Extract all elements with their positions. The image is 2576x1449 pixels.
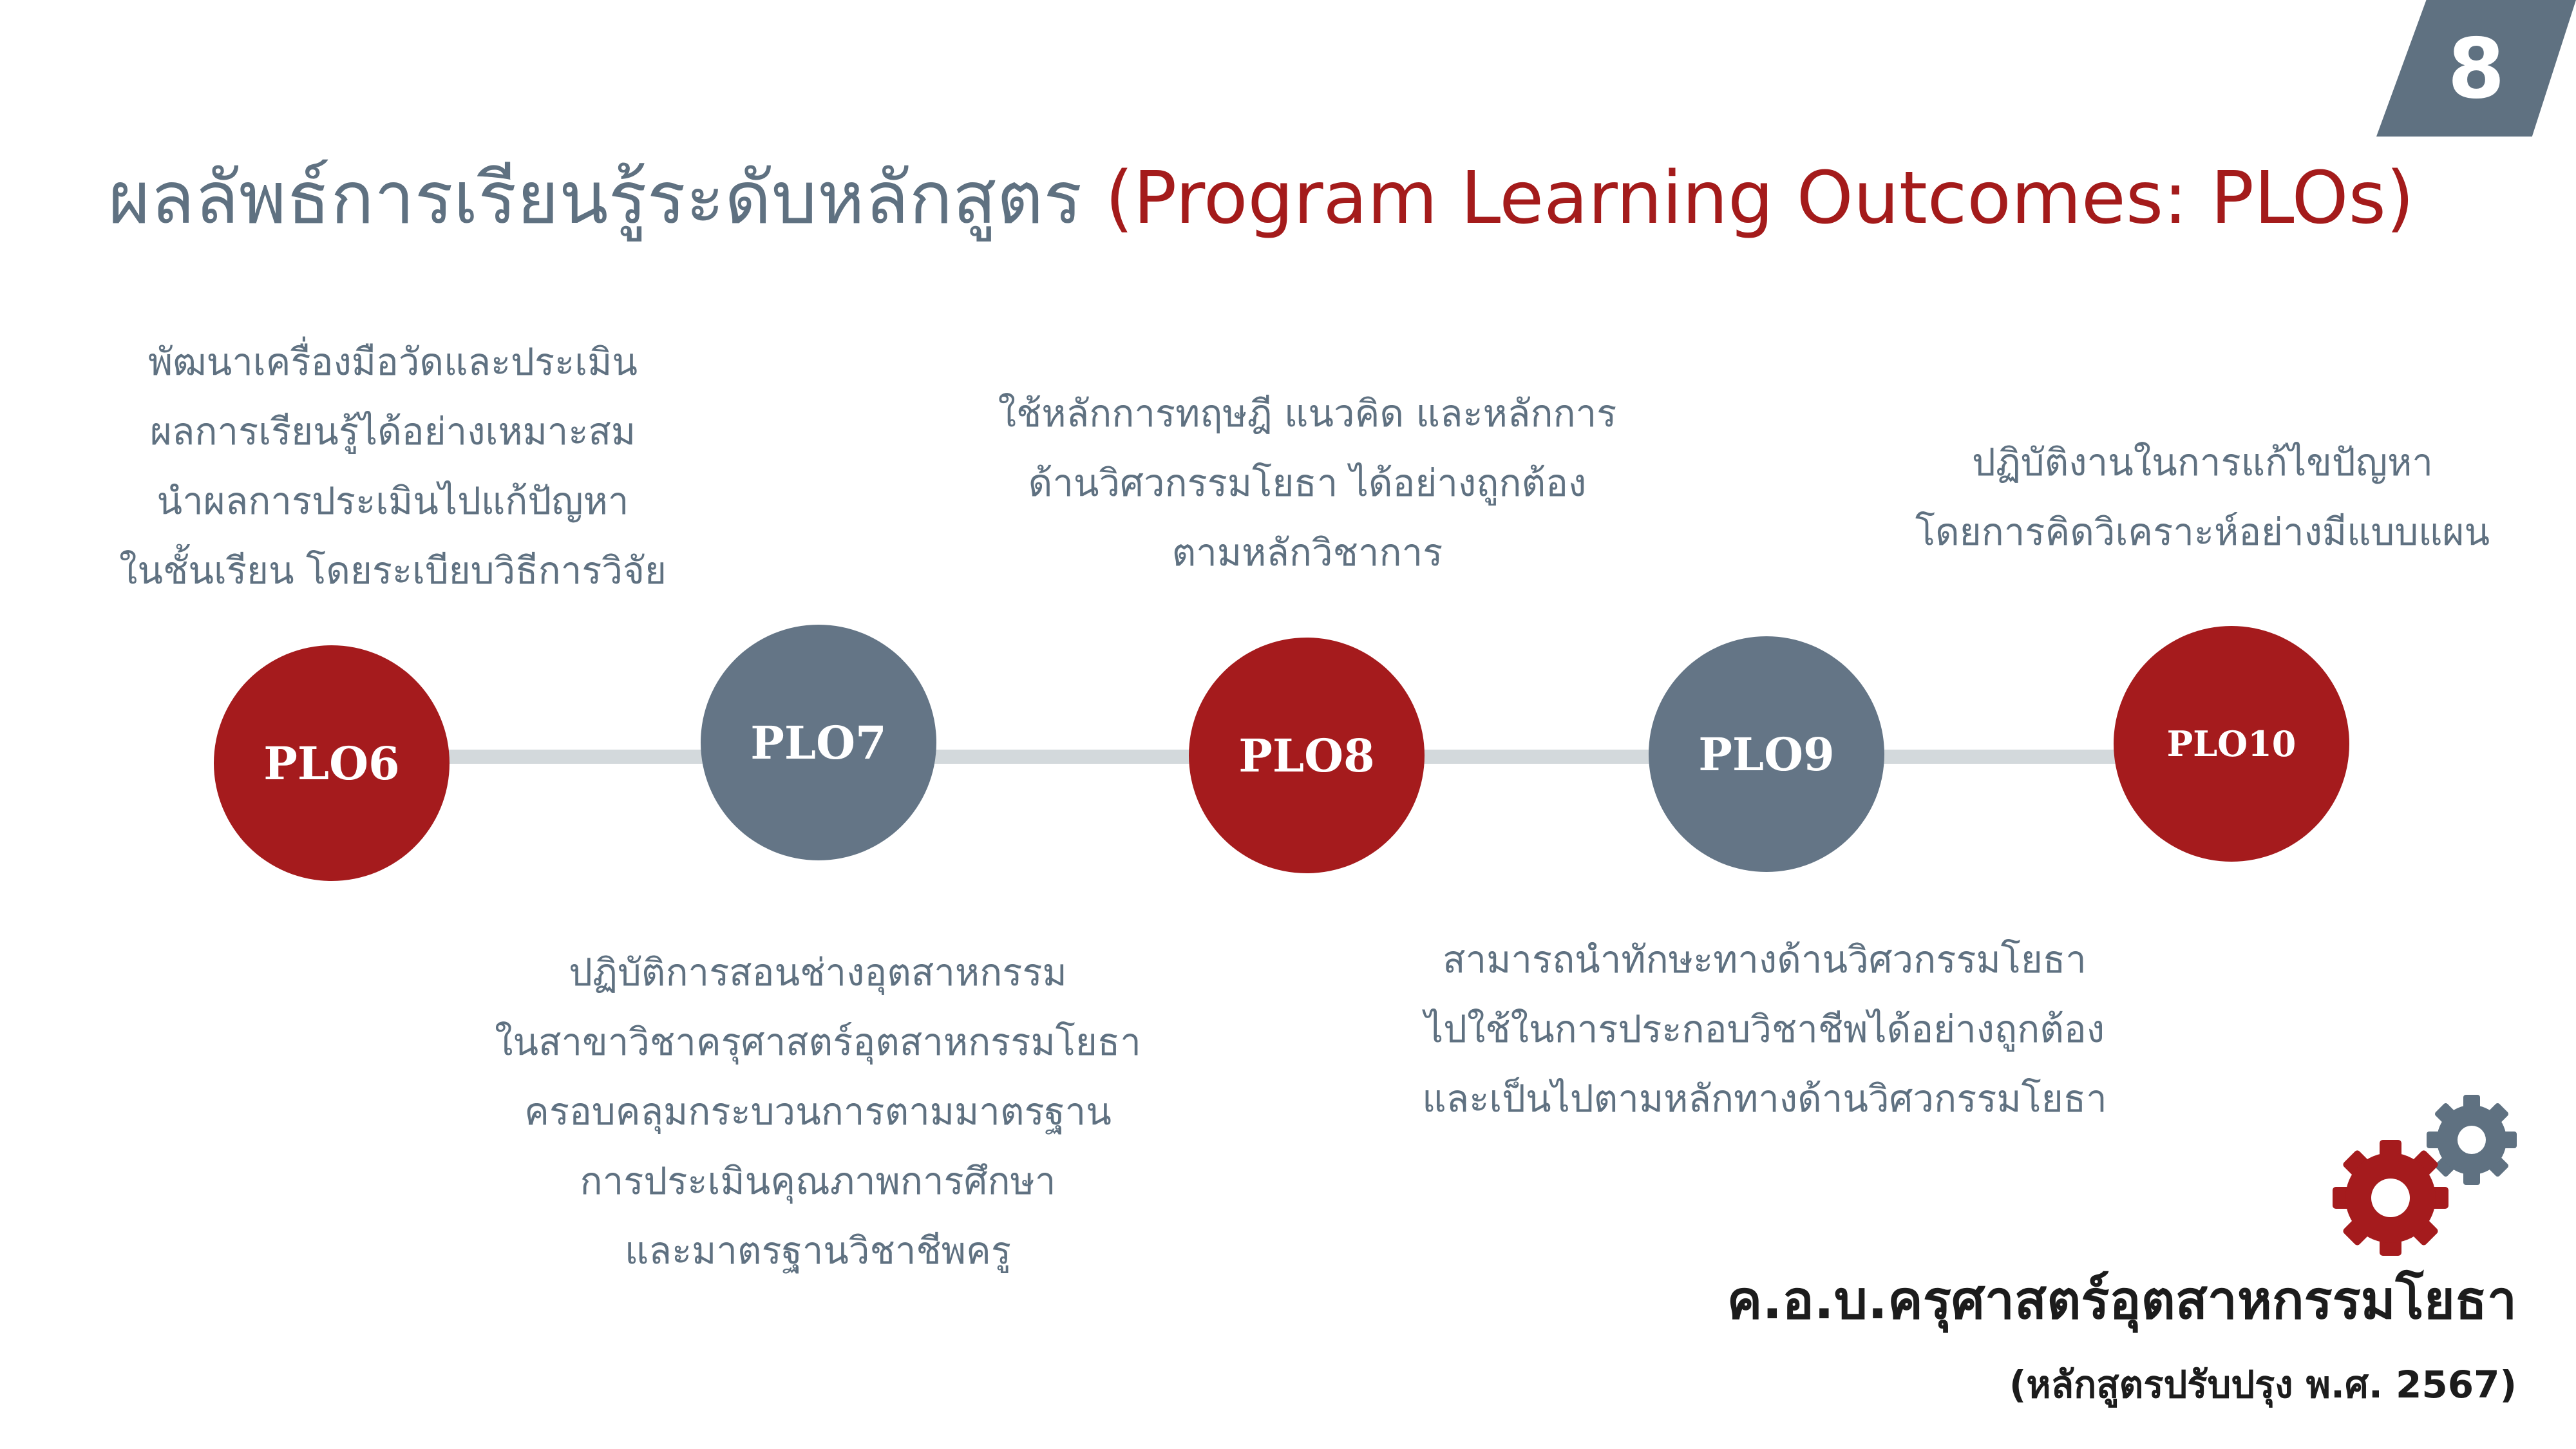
- plo8-circle: PLO8: [1189, 638, 1425, 873]
- plo7-label: PLO7: [750, 715, 887, 770]
- plo9-description: สามารถนำทักษะทางด้านวิศวกรรมโยธา ไปใช้ใน…: [1378, 925, 2151, 1133]
- plo7-description: ปฏิบัติการสอนช่างอุตสาหกรรม ในสาขาวิชาคร…: [464, 938, 1172, 1285]
- plo6-description-line: ผลการเรียนรู้ได้อย่างเหมาะสม: [149, 410, 636, 453]
- plo6-description-line: นำผลการประเมินไปแก้ปัญหา: [156, 479, 629, 523]
- plo8-description: ใช้หลักการทฤษฎี แนวคิด และหลักการ ด้านวิ…: [953, 379, 1662, 587]
- plo7-description-line: และมาตรฐานวิชาชีพครู: [625, 1229, 1011, 1273]
- plo9-circle: PLO9: [1649, 636, 1884, 872]
- slide-title: ผลลัพธ์การเรียนรู้ระดับหลักสูตร (Program…: [108, 140, 2414, 256]
- plo10-description-line: ปฏิบัติงานในการแก้ไขปัญหา: [1972, 440, 2433, 484]
- plo8-label: PLO8: [1238, 728, 1375, 782]
- plo10-description-line: โดยการคิดวิเคราะห์อย่างมีแบบแผน: [1915, 510, 2490, 554]
- plo10-label: PLO10: [2166, 723, 2297, 764]
- plo6-circle: PLO6: [214, 645, 450, 881]
- plo8-description-line: ด้านวิศวกรรมโยธา ได้อย่างถูกต้อง: [1028, 461, 1587, 505]
- gears-icon: [2333, 1095, 2517, 1256]
- red-gear-icon: [2333, 1140, 2448, 1256]
- plo8-description-line: ตามหลักวิชาการ: [1171, 531, 1443, 574]
- page-number: 8: [2447, 21, 2505, 117]
- grey-gear-icon: [2427, 1095, 2517, 1185]
- curriculum-revision: (หลักสูตรปรับปรุง พ.ศ. 2567): [2009, 1363, 2517, 1406]
- plo10-circle: PLO10: [2114, 626, 2349, 862]
- slide-title-thai: ผลลัพธ์การเรียนรู้ระดับหลักสูตร: [108, 156, 1083, 240]
- plo8-description-line: ใช้หลักการทฤษฎี แนวคิด และหลักการ: [998, 392, 1617, 435]
- plo7-description-line: ครอบคลุมกระบวนการตามมาตรฐาน: [524, 1090, 1112, 1133]
- plo9-description-line: สามารถนำทักษะทางด้านวิศวกรรมโยธา: [1443, 938, 2087, 981]
- plo6-description-line: พัฒนาเครื่องมือวัดและประเมิน: [148, 340, 638, 384]
- program-name: ค.อ.บ.ครุศาสตร์อุตสาหกรรมโยธา: [1727, 1270, 2517, 1331]
- plo9-label: PLO9: [1698, 727, 1835, 781]
- plo9-description-line: และเป็นไปตามหลักทางด้านวิศวกรรมโยธา: [1422, 1077, 2107, 1121]
- plo6-label: PLO6: [263, 736, 400, 790]
- plo7-circle: PLO7: [701, 625, 936, 860]
- plo10-description: ปฏิบัติงานในการแก้ไขปัญหา โดยการคิดวิเคร…: [1880, 428, 2524, 567]
- slide-title-english: (Program Learning Outcomes: PLOs): [1082, 156, 2414, 240]
- plo9-description-line: ไปใช้ในการประกอบวิชาชีพได้อย่างถูกต้อง: [1424, 1007, 2105, 1051]
- plo6-description: พัฒนาเครื่องมือวัดและประเมิน ผลการเรียนร…: [77, 327, 708, 605]
- plo6-description-line: ในชั้นเรียน โดยระเบียบวิธีการวิจัย: [119, 549, 667, 592]
- plo7-description-line: ปฏิบัติการสอนช่างอุตสาหกรรม: [569, 951, 1067, 994]
- plo7-description-line: ในสาขาวิชาครุศาสตร์อุตสาหกรรมโยธา: [495, 1020, 1141, 1064]
- plo7-description-line: การประเมินคุณภาพการศึกษา: [580, 1159, 1056, 1203]
